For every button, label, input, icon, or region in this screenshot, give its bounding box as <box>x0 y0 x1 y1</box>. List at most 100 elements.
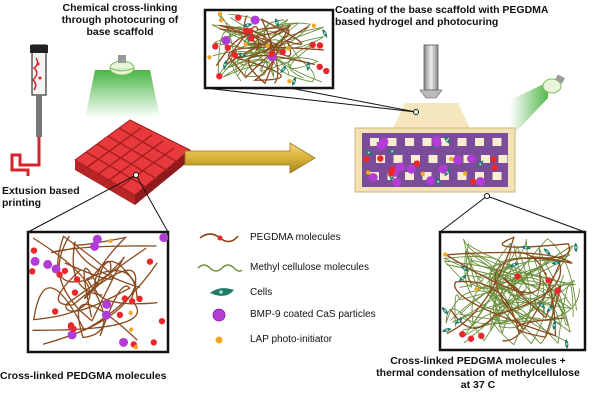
methyl-cellulose-icon <box>197 264 243 272</box>
pegdma-node <box>121 295 129 302</box>
cell-icon <box>364 150 374 155</box>
coated-scaffold <box>354 127 516 193</box>
cell-icon <box>322 28 328 38</box>
pegdma-molecule <box>32 269 138 331</box>
cell-icon <box>564 338 569 349</box>
pegdma-node <box>212 43 219 50</box>
syringe-icon <box>10 44 48 176</box>
pegdma-molecule <box>77 270 138 341</box>
scaffold-pore <box>405 138 414 146</box>
lap-particle <box>311 23 317 28</box>
pegdma-molecule <box>446 236 571 335</box>
pegdma-node <box>67 323 75 330</box>
pegdma-node <box>413 160 421 167</box>
label-thermal-condensation: Cross-linked PEDGMA molecules + thermal … <box>376 355 580 391</box>
pegdma-node <box>377 155 384 162</box>
pegdma-molecule <box>260 17 303 84</box>
cell-icon <box>455 317 463 325</box>
lap-particle <box>217 11 223 17</box>
lap-particle <box>443 252 448 257</box>
lap-particle <box>133 344 139 350</box>
pegdma-node <box>29 268 36 275</box>
cell-icon <box>546 304 554 313</box>
lap-particle <box>128 310 133 316</box>
legend-label-cellulose: Methyl cellulose molecules <box>250 262 369 273</box>
label-crosslinked-pegdma: Cross-linked PEDGMA molecules <box>0 370 167 382</box>
cell-icon <box>280 65 287 74</box>
pegdma-node <box>467 335 475 342</box>
methyl-cellulose-molecule <box>459 268 571 335</box>
cell-icon <box>210 288 234 296</box>
pegdma-node <box>128 298 136 305</box>
zoom-box-coating <box>203 8 335 90</box>
pegdma-node <box>51 308 59 315</box>
pegdma-node <box>146 258 154 265</box>
pegdma-node <box>514 273 521 280</box>
scaffold-pore <box>405 172 414 180</box>
pegdma-node <box>459 331 466 338</box>
pegdma-node <box>478 332 485 340</box>
scaffold-pore <box>411 155 420 163</box>
pegdma-node <box>469 178 477 185</box>
bmp9-particle <box>395 162 405 172</box>
cell-icon <box>443 136 451 144</box>
bmp9-particle <box>392 177 402 187</box>
scaffold-pore <box>387 138 397 146</box>
cell-icon <box>509 262 519 268</box>
lap-particle <box>265 43 270 49</box>
cell-icon <box>237 52 247 58</box>
zoom-box-thermal <box>438 230 587 352</box>
bmp9-particle <box>368 173 378 183</box>
pegdma-node <box>491 164 498 171</box>
process-arrow <box>184 142 316 174</box>
scaffold-pore <box>481 155 490 163</box>
cell-icon <box>458 275 467 282</box>
coating-needle <box>393 44 470 128</box>
bmp9-particle <box>467 154 477 164</box>
methyl-cellulose-molecule <box>446 264 572 346</box>
lap-particle <box>243 42 248 47</box>
lap-particle <box>287 79 292 84</box>
lap-particle <box>207 55 212 60</box>
methyl-cellulose-molecule <box>468 245 531 329</box>
pegdma-node <box>61 267 69 275</box>
pegdma-node <box>363 155 370 163</box>
lap-particle <box>420 171 425 176</box>
pegdma-node <box>235 14 242 21</box>
lamp-left-icon <box>85 55 160 118</box>
pegdma-node <box>224 44 231 52</box>
scaffold-pore <box>492 172 502 180</box>
scaffold-pore <box>492 138 502 146</box>
scaffold-pore <box>428 155 438 163</box>
pegdma-node <box>279 48 286 56</box>
pegdma-node <box>150 339 157 346</box>
pegdma-node <box>490 156 497 163</box>
scaffold-pore <box>475 138 484 146</box>
cell-icon <box>551 260 562 265</box>
bmp9-particle <box>453 155 463 165</box>
cell-icon <box>460 265 469 272</box>
cell-icon <box>242 23 253 28</box>
lap-particle <box>449 156 454 162</box>
pegdma-node <box>389 166 396 173</box>
legend-label-cells: Cells <box>250 287 273 298</box>
pegdma-node <box>268 50 275 58</box>
cell-icon <box>477 160 484 169</box>
cell-icon <box>223 59 228 70</box>
bmp9-particle <box>102 299 112 309</box>
scaffold-pore <box>422 172 432 180</box>
pegdma-node <box>316 42 324 49</box>
pegdma-node <box>554 287 561 295</box>
cell-icon <box>306 61 310 72</box>
pegdma-node <box>136 295 143 303</box>
pegdma-node <box>545 277 552 284</box>
scaffold-pore <box>457 138 467 146</box>
pegdma-node <box>316 63 323 70</box>
lap-particle <box>365 170 371 175</box>
scaffold-pore <box>393 155 403 163</box>
lap-particle <box>108 238 113 244</box>
pegdma-node <box>73 276 81 283</box>
pegdma-molecule <box>50 245 157 289</box>
pegdma-node <box>242 27 250 35</box>
